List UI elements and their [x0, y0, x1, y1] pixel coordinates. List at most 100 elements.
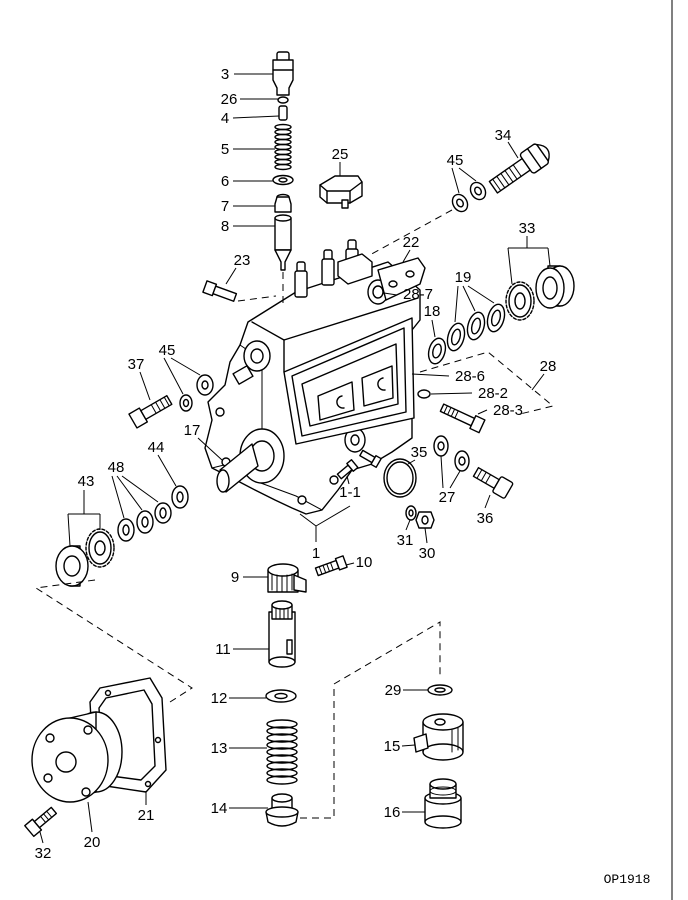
callout-labels: 3 26 4 5 6 7 8 25 45 34 22 23 33 19 28-7… [35, 66, 557, 862]
leader-line-45-left [163, 357, 201, 395]
leader-line-1-1 [346, 475, 350, 485]
callout-28-3: 28-3 [493, 402, 523, 419]
part-34-eye-bolt [488, 143, 550, 194]
leader-line-30 [424, 527, 428, 544]
callout-28-6: 28-6 [455, 368, 485, 385]
spline-lines [275, 607, 289, 620]
callout-5: 5 [221, 141, 229, 158]
washer-hole [432, 343, 442, 359]
washer-hole [490, 309, 502, 327]
drawing-code: OP1918 [604, 872, 651, 887]
part-32-bolt [24, 806, 58, 838]
pinion-arm [293, 574, 307, 593]
washer-hole [182, 398, 190, 408]
bolt-shaft [488, 157, 531, 194]
part-5-spring [274, 123, 292, 171]
coil [266, 726, 298, 736]
clamp-hole [388, 280, 398, 288]
coil [266, 733, 298, 743]
tappet-hole [434, 718, 446, 726]
tappet-bottom [422, 743, 464, 761]
leader-line-20 [87, 801, 93, 833]
leader-lines [39, 73, 551, 844]
gasket-hole [144, 780, 152, 788]
callout-45-left: 45 [159, 342, 176, 359]
gear-bore [94, 540, 106, 556]
callout-43: 43 [78, 473, 95, 490]
tappet-slot [451, 727, 459, 753]
leader-line-37 [139, 371, 151, 401]
assembly-path-43 [34, 579, 193, 703]
callout-19: 19 [455, 269, 472, 286]
sleeve-bottom [268, 656, 296, 668]
coil [266, 740, 298, 750]
part-48-washers [117, 502, 172, 542]
bracket-edge [319, 181, 363, 192]
bracket-pin [341, 199, 349, 209]
part-11-control-sleeve [268, 600, 296, 668]
seat-body [274, 217, 292, 251]
nut-hole [421, 515, 429, 525]
part-3-delivery-valve-holder [272, 51, 294, 96]
washer-hole [458, 456, 466, 466]
bracket-body [319, 175, 363, 204]
leader-line-27 [440, 455, 461, 489]
bolt-shaft [212, 285, 238, 302]
cup-ring [429, 786, 457, 796]
pinion-teeth [271, 573, 293, 593]
washer-hole [176, 491, 184, 503]
callout-14: 14 [211, 800, 228, 817]
part-10-screw [314, 555, 348, 577]
leader-line-31 [405, 519, 411, 531]
gear-bore [514, 292, 526, 310]
bolt-shaft [140, 394, 173, 421]
pinion-top [267, 563, 299, 577]
washer-hole [141, 516, 149, 528]
part-16-roller-cup [424, 778, 462, 829]
callout-25: 25 [332, 146, 349, 163]
screw-head [334, 555, 348, 571]
part-35-o-ring [383, 458, 417, 498]
part-15-tappet [413, 713, 464, 761]
part-28-2-washer [417, 389, 431, 399]
inlet-boss-bore [372, 285, 384, 299]
callout-20: 20 [84, 834, 101, 851]
part-9-control-pinion [267, 563, 307, 593]
callout-7: 7 [221, 198, 229, 215]
screw-near-35 [359, 449, 382, 469]
part-45-washers-top [451, 181, 487, 213]
flange-bolt-hole [83, 725, 93, 735]
part-14-spring-seat [265, 793, 299, 827]
gasket-inner [278, 177, 288, 183]
callout-16: 16 [384, 804, 401, 821]
feed-pump-boss-bore [250, 348, 264, 364]
part-13-spring [266, 719, 298, 785]
coil [274, 123, 292, 131]
governor-link-right [377, 377, 386, 391]
leader-line-28-2 [430, 392, 473, 395]
tappet-pin [413, 733, 429, 753]
washer-hole [470, 317, 482, 335]
callout-18: 18 [424, 303, 441, 320]
part-8-valve-seat [274, 214, 292, 271]
part-28-3-bolt [439, 403, 486, 434]
coil [266, 761, 298, 771]
gasket-hole [104, 689, 112, 697]
cup-bore [542, 276, 558, 300]
callout-28: 28 [540, 358, 557, 375]
part-44-washer [171, 485, 189, 509]
part-26-o-ring [277, 96, 289, 104]
coil [266, 754, 298, 764]
screw-thread [318, 562, 334, 575]
seat-top [274, 214, 292, 222]
callout-28-2: 28-2 [478, 385, 508, 402]
screw-head [346, 459, 359, 472]
callout-1: 1 [312, 545, 320, 562]
part-28-group-outline [419, 351, 555, 415]
callout-10: 10 [356, 554, 373, 571]
leader-line-32 [39, 831, 44, 844]
leader-line-28-3 [477, 409, 488, 415]
leader-line-35 [407, 459, 416, 465]
callout-21: 21 [138, 807, 155, 824]
callout-31: 31 [397, 532, 414, 549]
